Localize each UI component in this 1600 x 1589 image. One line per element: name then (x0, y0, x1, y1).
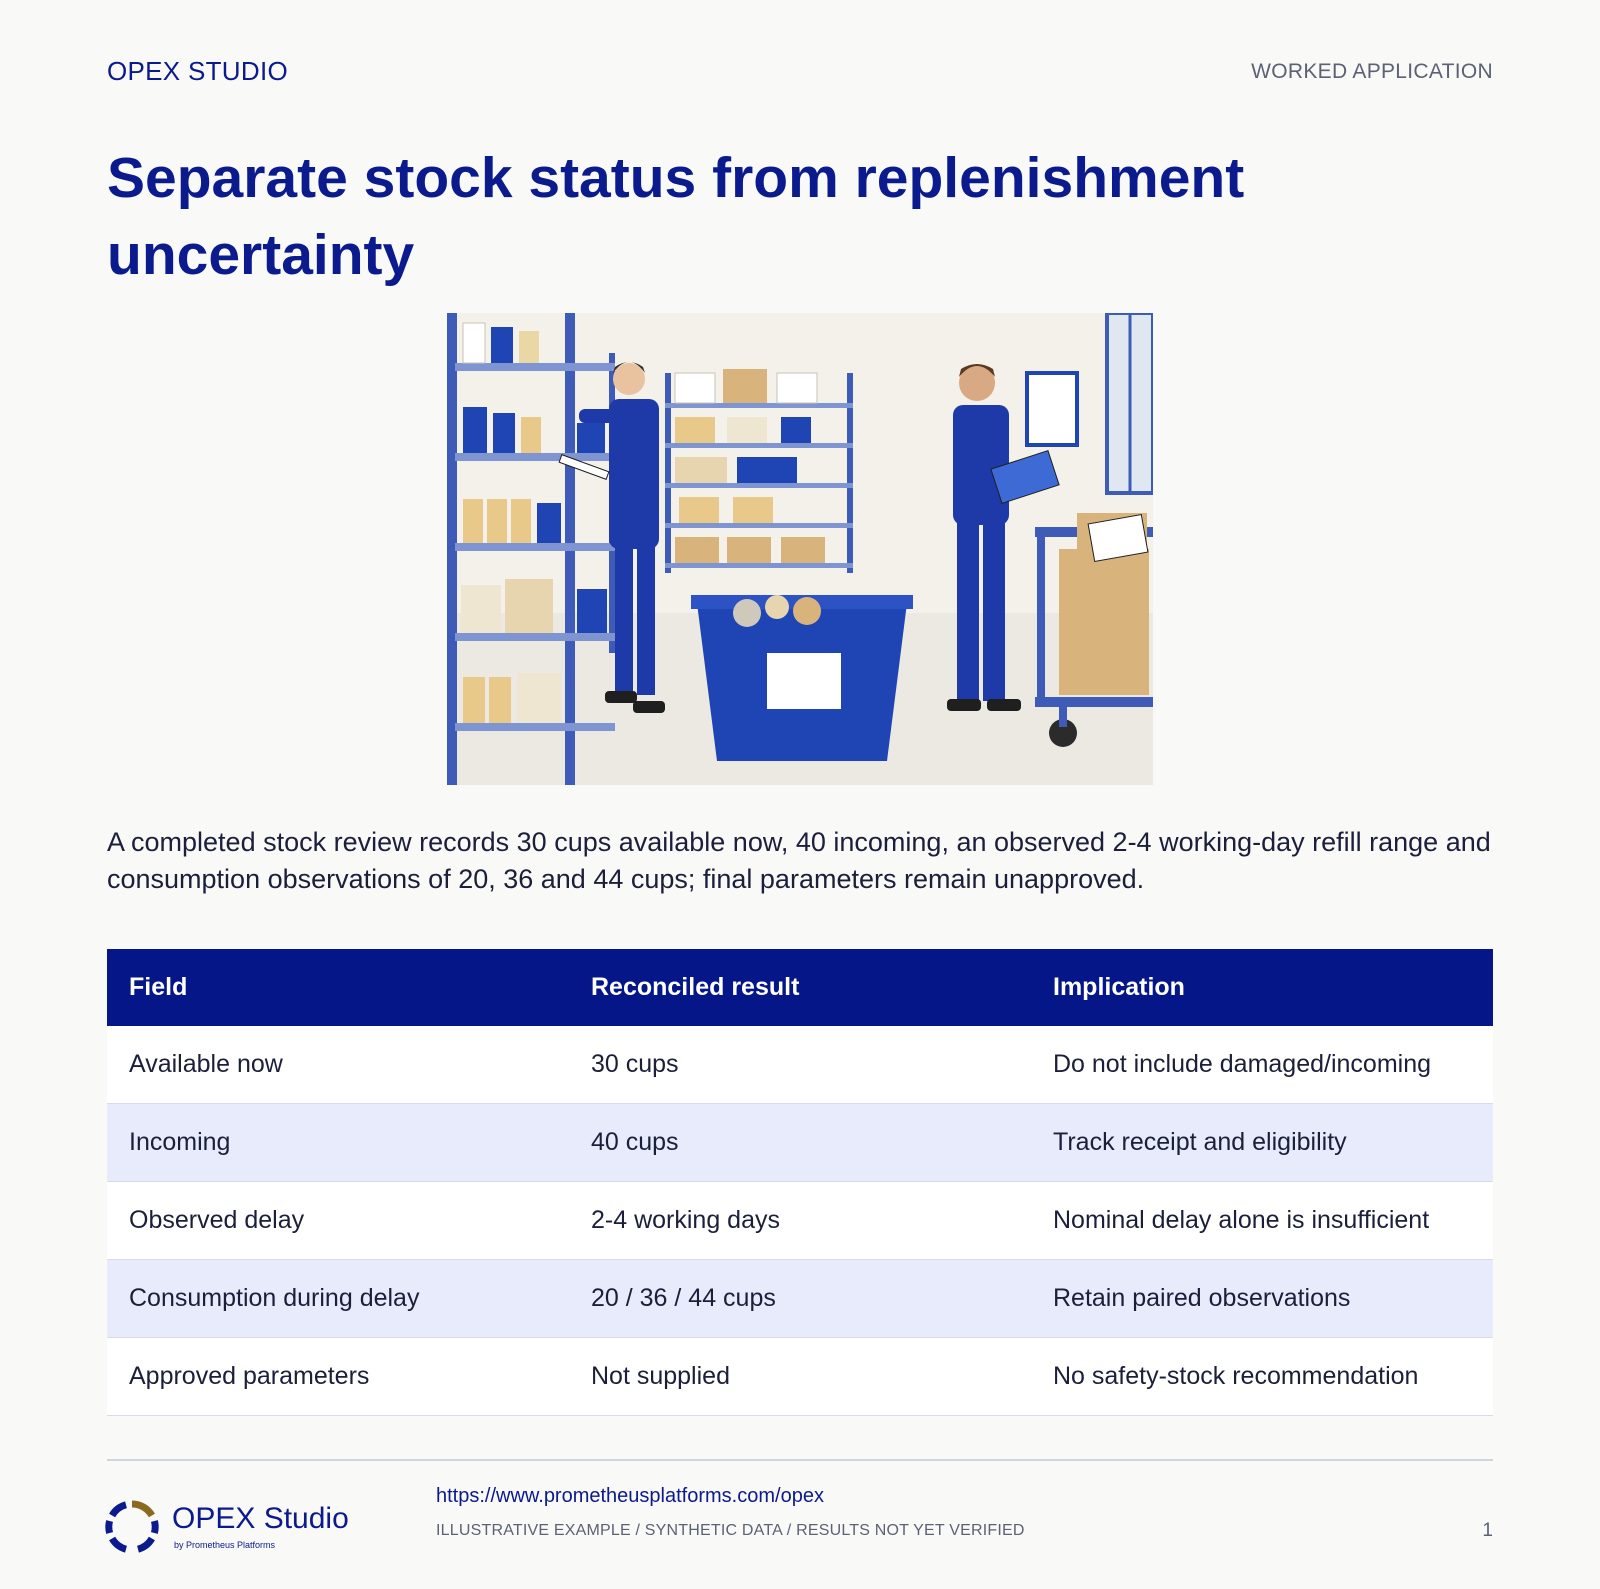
footer-logo-name: OPEX Studio (172, 1502, 349, 1535)
footer-url-link[interactable]: https://www.prometheusplatforms.com/opex (436, 1485, 824, 1507)
section-kicker: WORKED APPLICATION (1251, 60, 1493, 83)
warehouse-stock-review-illustration (447, 313, 1153, 785)
footer-logo-subtitle: by Prometheus Platforms (174, 1540, 276, 1550)
cell-result: 40 cups (569, 1103, 1031, 1182)
cell-result: 30 cups (569, 1026, 1031, 1104)
cell-implication: Do not include damaged/incoming (1031, 1026, 1493, 1104)
footer-divider (107, 1459, 1493, 1461)
cell-implication: Retain paired observations (1031, 1259, 1493, 1338)
table-row: Observed delay 2-4 working days Nominal … (107, 1181, 1493, 1260)
cell-result: Not supplied (569, 1337, 1031, 1416)
column-header-field: Field (107, 949, 569, 1026)
page-number: 1 (1482, 1520, 1493, 1541)
cell-result: 20 / 36 / 44 cups (569, 1259, 1031, 1338)
table-row: Incoming 40 cups Track receipt and eligi… (107, 1103, 1493, 1182)
table-row: Approved parameters Not supplied No safe… (107, 1337, 1493, 1416)
reconciliation-table: Field Reconciled result Implication Avai… (107, 949, 1493, 1416)
column-header-reconciled-result: Reconciled result (569, 949, 1031, 1026)
table-row: Consumption during delay 20 / 36 / 44 cu… (107, 1259, 1493, 1338)
cell-field: Approved parameters (107, 1337, 569, 1416)
page-title: Separate stock status from replenishment… (107, 146, 1245, 287)
cell-implication: No safety-stock recommendation (1031, 1337, 1493, 1416)
brand-wordmark: OPEX STUDIO (107, 56, 288, 86)
cell-field: Available now (107, 1026, 569, 1104)
illustration-svg (447, 313, 1153, 785)
summary-paragraph: A completed stock review records 30 cups… (107, 827, 1491, 894)
table-header-row: Field Reconciled result Implication (107, 949, 1493, 1026)
cell-implication: Track receipt and eligibility (1031, 1103, 1493, 1182)
cell-field: Observed delay (107, 1181, 569, 1260)
footer-disclaimer: ILLUSTRATIVE EXAMPLE / SYNTHETIC DATA / … (436, 1522, 1025, 1539)
table-row: Available now 30 cups Do not include dam… (107, 1026, 1493, 1104)
cell-result: 2-4 working days (569, 1181, 1031, 1260)
cell-field: Consumption during delay (107, 1259, 569, 1338)
opex-logo-icon (105, 1500, 159, 1554)
cell-implication: Nominal delay alone is insufficient (1031, 1181, 1493, 1260)
column-header-implication: Implication (1031, 949, 1493, 1026)
cell-field: Incoming (107, 1103, 569, 1182)
